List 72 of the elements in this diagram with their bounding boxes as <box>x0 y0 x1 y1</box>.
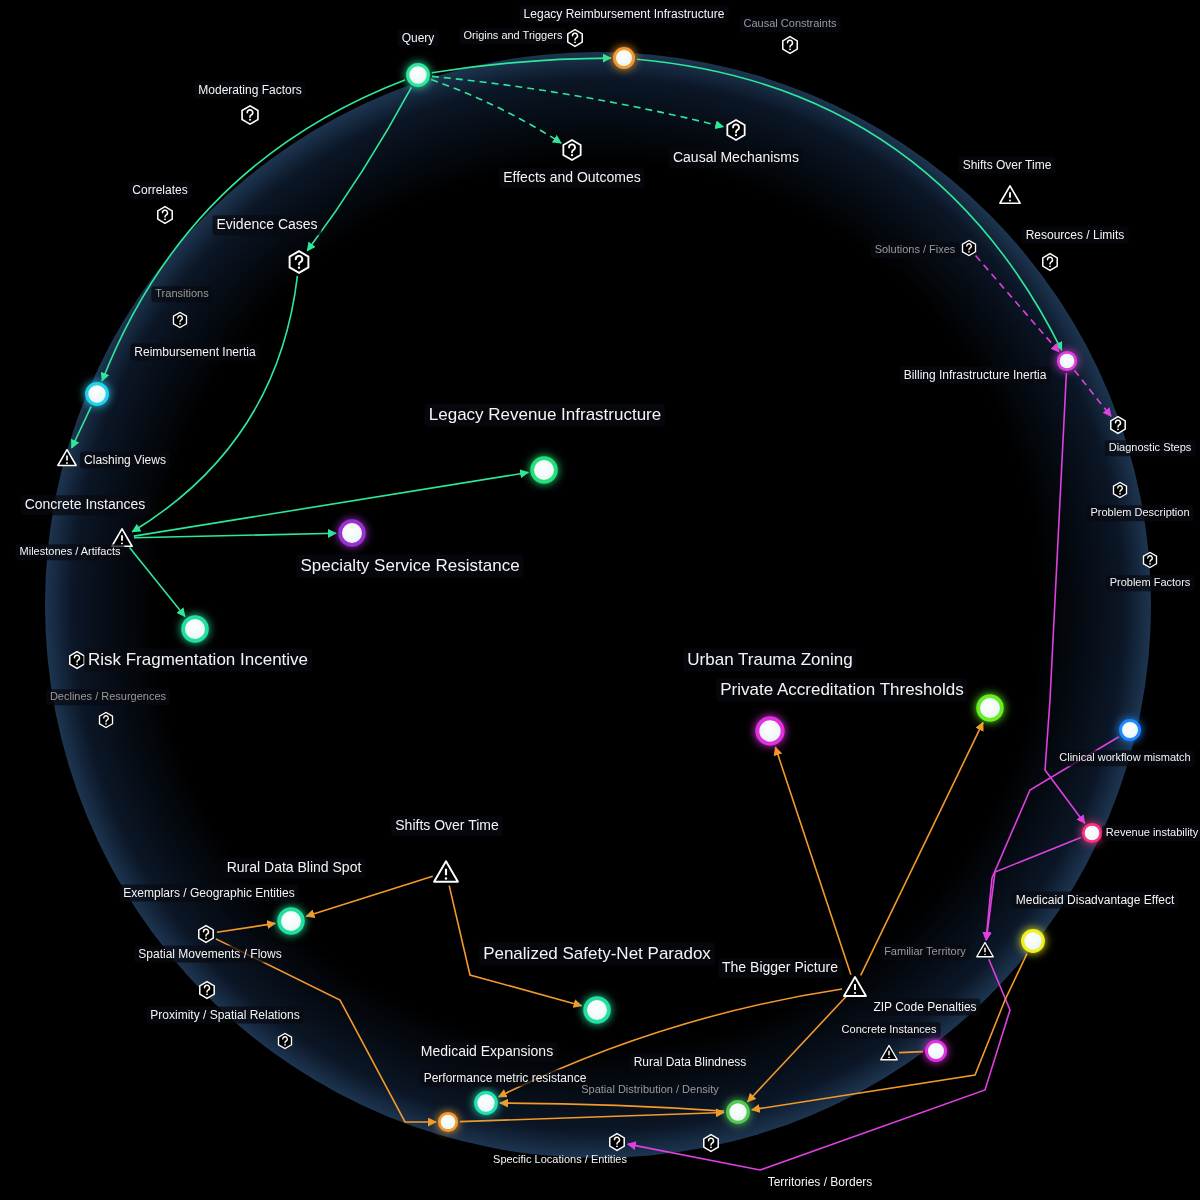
arrow <box>216 920 277 934</box>
node-label: Causal Mechanisms <box>668 148 804 168</box>
node-label: Medicaid Disadvantage Effect <box>1011 891 1179 909</box>
node-label: Solutions / Fixes <box>870 242 960 258</box>
node-label: Familiar Territory <box>880 944 970 960</box>
node-label: Proximity / Spatial Relations <box>146 1006 304 1024</box>
arrow <box>497 988 843 1098</box>
node-label: Revenue instability <box>1101 825 1200 841</box>
arrow <box>773 746 852 976</box>
arrow <box>215 938 437 1127</box>
node-label: Clinical workflow mismatch <box>1055 750 1195 766</box>
arrow <box>982 836 1082 941</box>
node-label: Specialty Service Resistance <box>296 554 524 578</box>
node-label: Resources / Limits <box>1021 226 1129 244</box>
node-label: Rural Data Blindness <box>629 1053 751 1071</box>
node-label: Reimbursement Inertia <box>130 343 260 361</box>
node-label: Milestones / Artifacts <box>15 544 125 560</box>
arrow <box>305 875 434 919</box>
node-label: Billing Infrastructure Inertia <box>899 366 1051 384</box>
node-label: Shifts Over Time <box>958 156 1056 174</box>
node-label: Problem Factors <box>1105 575 1195 591</box>
node-label: Legacy Revenue Infrastructure <box>424 403 666 427</box>
arrow <box>982 735 1120 941</box>
arrow <box>636 58 1063 352</box>
node-label: Causal Constraints <box>739 16 841 32</box>
arrow <box>70 405 92 449</box>
node-label: Legacy Reimbursement Infrastructure <box>519 5 729 23</box>
node-label: Rural Data Blind Spot <box>222 858 366 878</box>
node-label: Exemplars / Geographic Entities <box>119 884 299 902</box>
arrow <box>101 79 406 382</box>
arrow <box>746 995 847 1103</box>
node-label: Evidence Cases <box>212 215 322 235</box>
node-label: Moderating Factors <box>194 81 306 99</box>
node-label: Shifts Over Time <box>391 816 503 836</box>
category-label: Specific Locations / Entities <box>493 1153 627 1167</box>
arrow <box>431 53 612 74</box>
arrow <box>750 952 1028 1113</box>
arrow <box>430 78 562 144</box>
node-label: ZIP Code Penalties <box>869 998 981 1016</box>
node-label: Diagnostic Steps <box>1104 440 1196 456</box>
node-label: Penalized Safety-Net Paradox <box>479 942 715 966</box>
node-label: Spatial Movements / Flows <box>134 945 286 963</box>
arrow <box>499 1098 725 1112</box>
node-label: Clashing Views <box>80 451 170 469</box>
category-label: Territories / Borders <box>767 1174 873 1190</box>
arrow <box>431 75 725 130</box>
node-label: Urban Trauma Zoning <box>683 648 857 672</box>
arrow <box>1044 372 1086 825</box>
node-label: Private Accreditation Thresholds <box>716 678 968 702</box>
arrow <box>128 546 186 618</box>
node-label: Effects and Outcomes <box>499 168 645 188</box>
arrow <box>459 1108 725 1123</box>
arrow <box>859 721 984 977</box>
node-label: Correlates <box>128 181 192 199</box>
arrow <box>974 254 1060 353</box>
arrow <box>626 958 1011 1171</box>
node-label: Risk Fragmentation Incentive <box>83 648 313 672</box>
node-label: The Bigger Picture <box>718 958 842 978</box>
arrow <box>133 469 530 537</box>
arrow <box>448 884 583 1008</box>
node-label: Medicaid Expansions <box>416 1042 558 1062</box>
node-label: Origins and Triggers <box>459 28 567 44</box>
node-label: Transitions <box>151 286 213 302</box>
arrow <box>131 275 299 533</box>
node-label: Concrete Instances <box>20 495 150 515</box>
arrow <box>1073 369 1112 418</box>
arrow <box>306 86 413 252</box>
node-label: Problem Description <box>1086 505 1194 521</box>
node-label: Declines / Resurgences <box>45 689 171 705</box>
node-label: Query <box>397 29 439 47</box>
arrow <box>133 529 337 539</box>
node-label: Concrete Instances <box>837 1022 941 1038</box>
